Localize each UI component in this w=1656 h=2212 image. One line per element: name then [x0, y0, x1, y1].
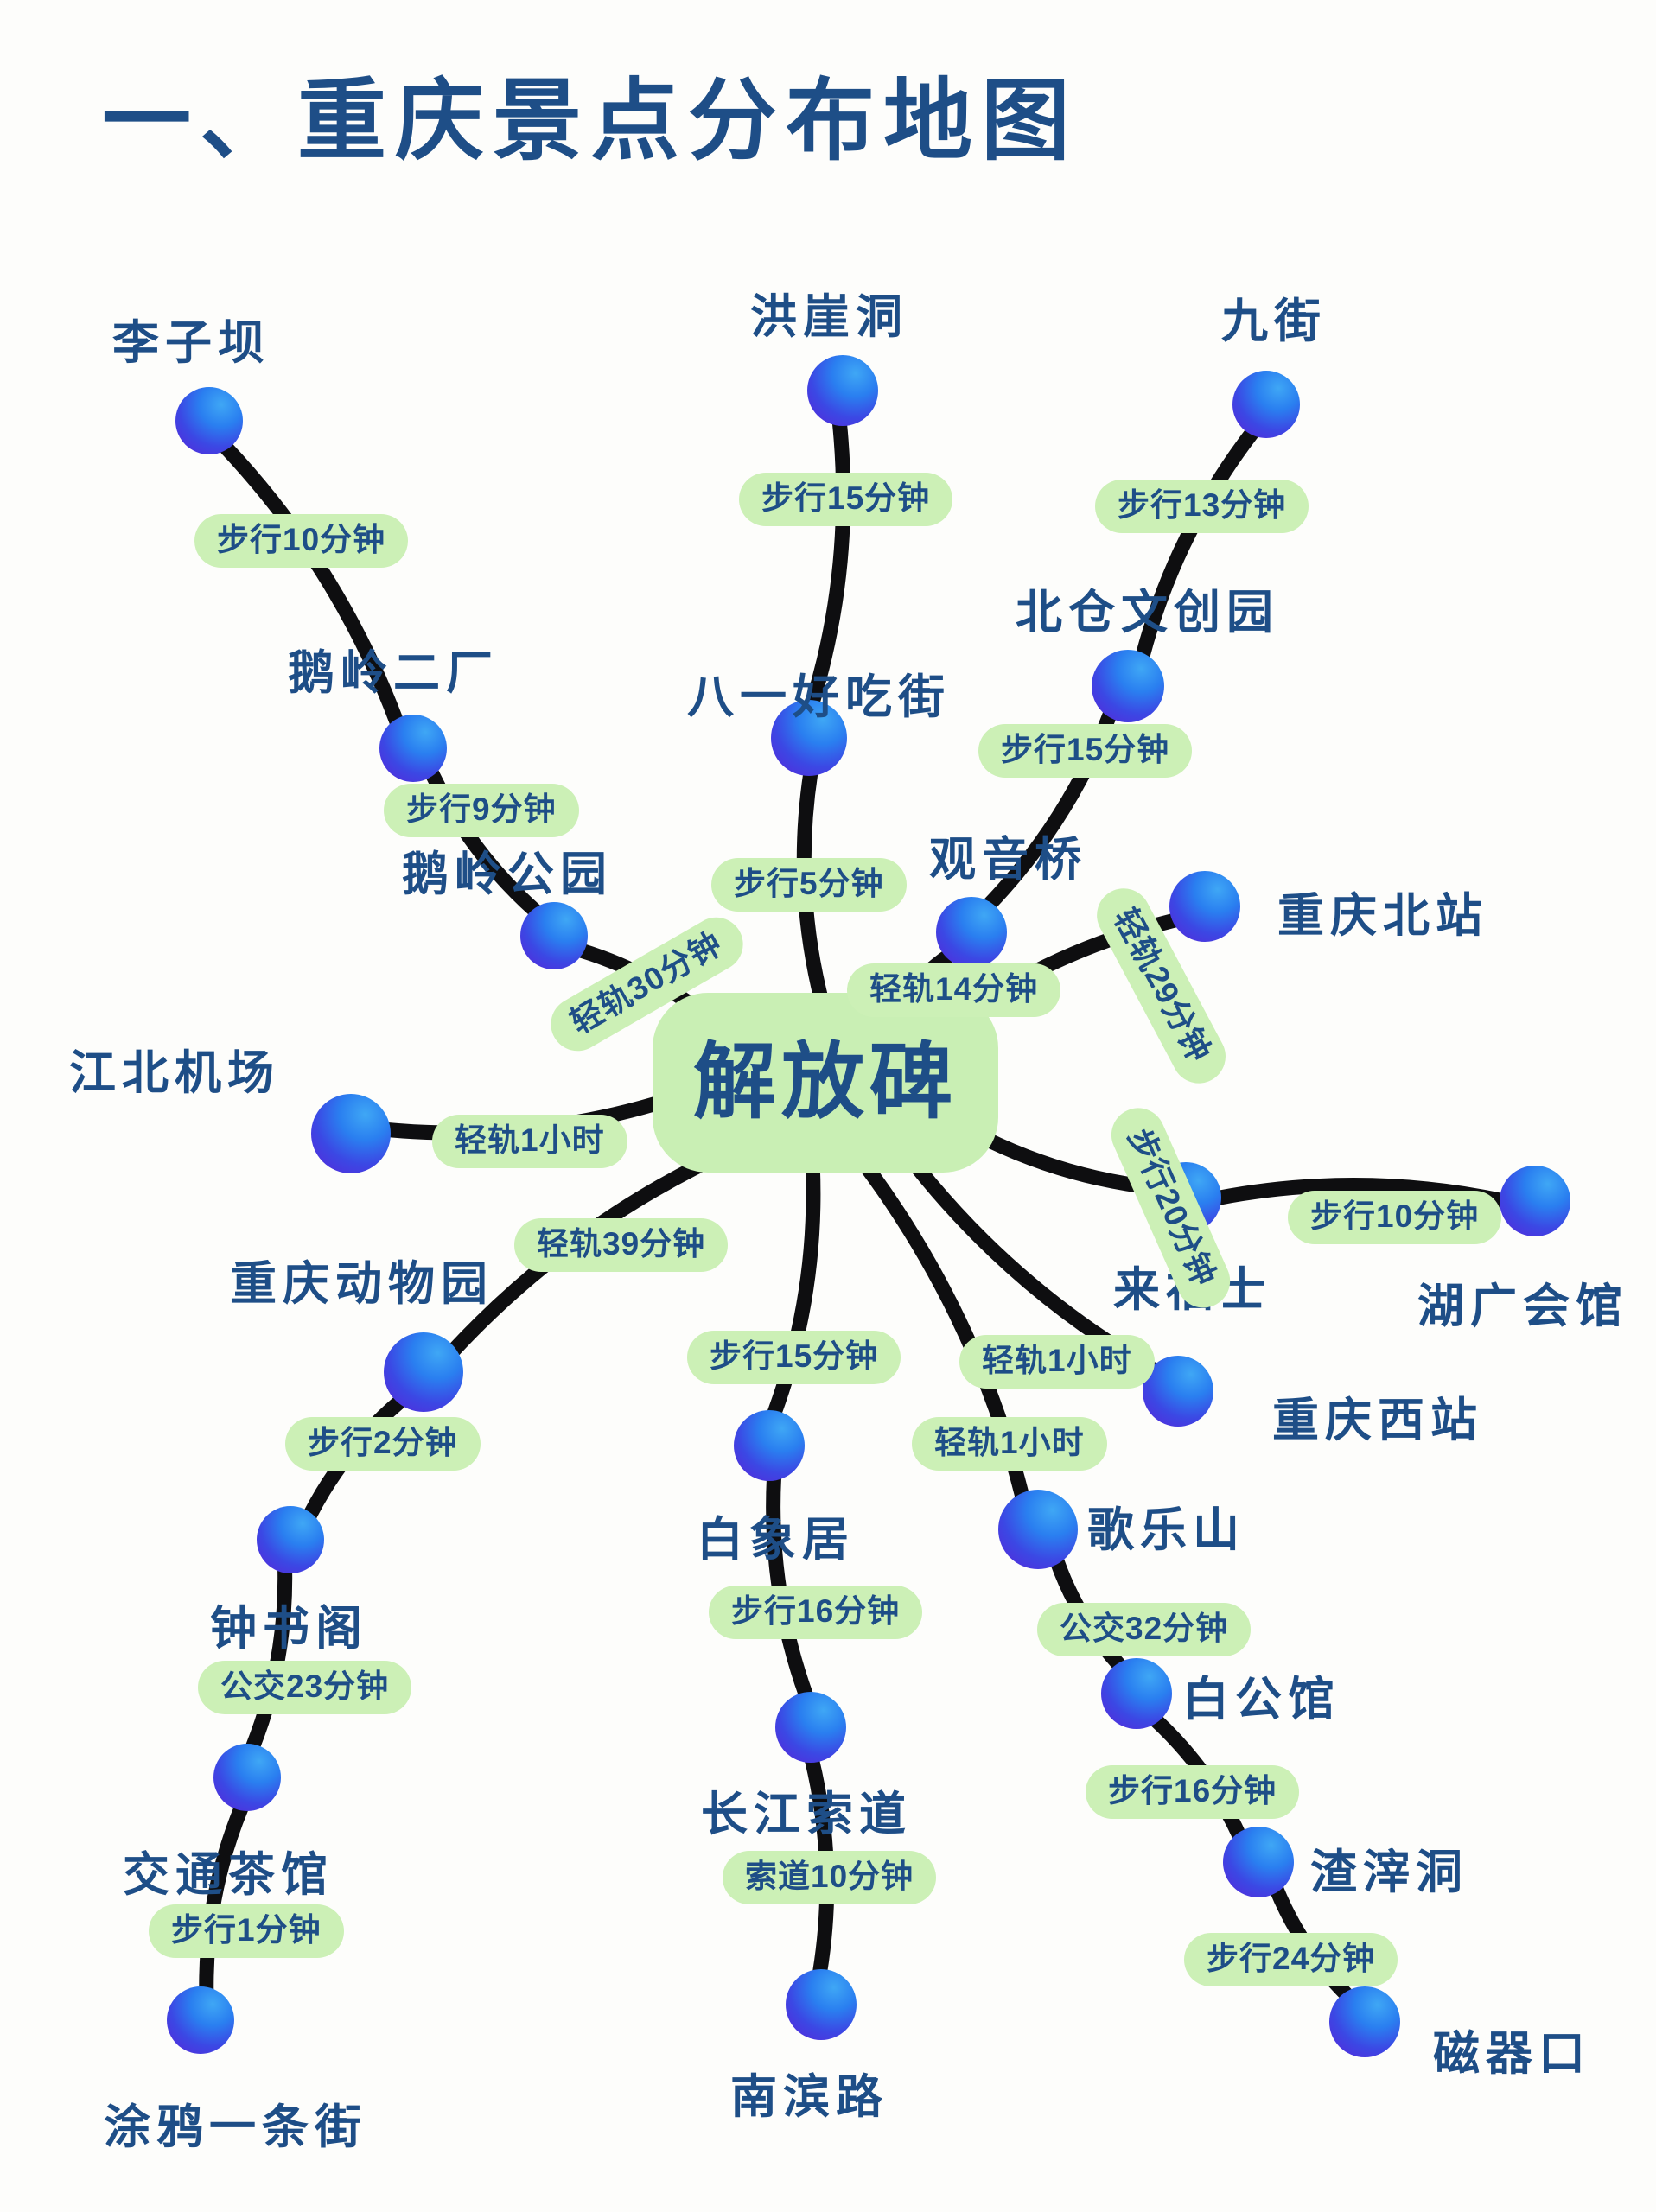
node-zhongshuge[interactable]	[257, 1506, 324, 1573]
place-label-baigongguan: 白公馆	[1182, 1674, 1341, 1726]
place-label-elingerchang: 鹅岭二厂	[288, 647, 499, 699]
place-label-ciqikou: 磁器口	[1433, 2028, 1591, 2080]
edge-zhongshuge-to-jiaotongchaguan	[245, 1562, 293, 1755]
duration-pill-elingerchang-to-elinggongyuan: 步行9分钟	[384, 784, 579, 837]
place-label-changjiang: 长江索道	[701, 1789, 912, 1840]
place-label-huguang: 湖广会馆	[1417, 1281, 1628, 1332]
node-dongwuyuan[interactable]	[384, 1332, 463, 1412]
node-jiaotongchaguan[interactable]	[213, 1744, 281, 1811]
duration-pill-hongyadong-to-bayi: 步行15分钟	[739, 473, 953, 526]
place-label-beizhan: 重庆北站	[1277, 890, 1488, 942]
hub-node-jiefangbei[interactable]: 解放碑	[653, 993, 998, 1173]
duration-pill-lizibа-to-elingerchang: 步行10分钟	[194, 514, 409, 568]
node-elingerchang[interactable]	[379, 715, 447, 782]
duration-pill-dongwuyuan-to-hub: 轻轨39分钟	[514, 1218, 729, 1272]
duration-pill-hub-to-xizhan: 轻轨1小时	[959, 1335, 1155, 1389]
place-label-xizhan: 重庆西站	[1272, 1395, 1483, 1446]
place-label-lizibа: 李子坝	[112, 317, 271, 369]
place-label-dongwuyuan: 重庆动物园	[230, 1258, 494, 1310]
place-label-zhazidong: 渣滓洞	[1310, 1847, 1468, 1898]
duration-pill-hub-to-baixiangju: 步行15分钟	[687, 1331, 901, 1384]
node-elinggongyuan[interactable]	[520, 902, 588, 969]
place-label-jiangbei: 江北机场	[69, 1047, 280, 1099]
node-tuya[interactable]	[167, 1986, 234, 2054]
duration-pill-jiangbei-to-hub: 轻轨1小时	[432, 1115, 627, 1168]
node-nanbinlu[interactable]	[786, 1969, 857, 2040]
place-label-elinggongyuan: 鹅岭公园	[402, 849, 613, 900]
node-ciqikou[interactable]	[1329, 1986, 1400, 2057]
node-bayi[interactable]	[771, 700, 847, 776]
duration-pill-guanyinqiao-to-hub: 轻轨14分钟	[847, 963, 1061, 1017]
duration-pill-hub-to-geleshan: 轻轨1小时	[912, 1417, 1107, 1471]
hub-node-label: 解放碑	[693, 1036, 958, 1128]
duration-pill-baigongguan-to-zhazidong: 步行16分钟	[1086, 1765, 1300, 1819]
node-jiujie[interactable]	[1232, 371, 1300, 438]
duration-pill-laifushi-to-huguang: 步行10分钟	[1288, 1191, 1502, 1244]
node-guanyinqiao[interactable]	[936, 897, 1007, 968]
place-label-bayi: 八一好吃街	[687, 671, 951, 723]
duration-pill-geleshan-to-baigongguan: 公交32分钟	[1037, 1603, 1252, 1656]
node-lizibа[interactable]	[175, 387, 243, 454]
place-label-hongyadong: 洪崖洞	[750, 291, 908, 343]
node-beizhan[interactable]	[1169, 871, 1240, 942]
node-changjiang[interactable]	[775, 1692, 846, 1763]
duration-pill-jiaotongchaguan-to-tuya: 步行1分钟	[149, 1904, 344, 1958]
node-geleshan[interactable]	[998, 1490, 1078, 1569]
place-label-jiujie: 九街	[1221, 296, 1327, 347]
node-baixiangju[interactable]	[734, 1410, 805, 1481]
duration-pill-dongwuyuan-to-zhongshuge: 步行2分钟	[285, 1417, 481, 1471]
duration-pill-baixiangju-to-changjiang: 步行16分钟	[709, 1586, 923, 1639]
place-label-jiaotongchaguan: 交通茶馆	[123, 1849, 334, 1901]
place-label-nanbinlu: 南滨路	[730, 2071, 889, 2123]
node-baigongguan[interactable]	[1101, 1658, 1172, 1729]
place-label-geleshan: 歌乐山	[1087, 1504, 1245, 1556]
duration-pill-bayi-to-hub: 步行5分钟	[711, 858, 907, 912]
place-label-baixiangju: 白象居	[697, 1514, 855, 1566]
node-xizhan[interactable]	[1143, 1356, 1213, 1427]
node-huguang[interactable]	[1500, 1166, 1570, 1236]
place-label-guanyinqiao: 观音桥	[929, 834, 1087, 886]
place-label-beicang: 北仓文创园	[1016, 587, 1279, 639]
duration-pill-beicang-to-guanyinqiao: 步行15分钟	[978, 724, 1193, 778]
edge-hongyadong-to-bayi	[805, 416, 851, 711]
node-beicang[interactable]	[1092, 650, 1164, 722]
node-zhazidong[interactable]	[1223, 1827, 1294, 1897]
duration-pill-zhongshuge-to-jiaotongchaguan: 公交23分钟	[198, 1661, 412, 1714]
place-label-zhongshuge: 钟书阁	[210, 1603, 368, 1655]
duration-pill-zhazidong-to-ciqikou: 步行24分钟	[1184, 1933, 1398, 1986]
duration-pill-jiujie-to-beicang: 步行13分钟	[1095, 480, 1309, 533]
place-label-tuya: 涂鸦一条街	[104, 2101, 367, 2153]
duration-pill-changjiang-to-nanbinlu: 索道10分钟	[723, 1851, 937, 1904]
page-title: 一、重庆景点分布地图	[102, 71, 1079, 170]
node-jiangbei[interactable]	[311, 1094, 391, 1173]
node-hongyadong[interactable]	[807, 355, 878, 426]
